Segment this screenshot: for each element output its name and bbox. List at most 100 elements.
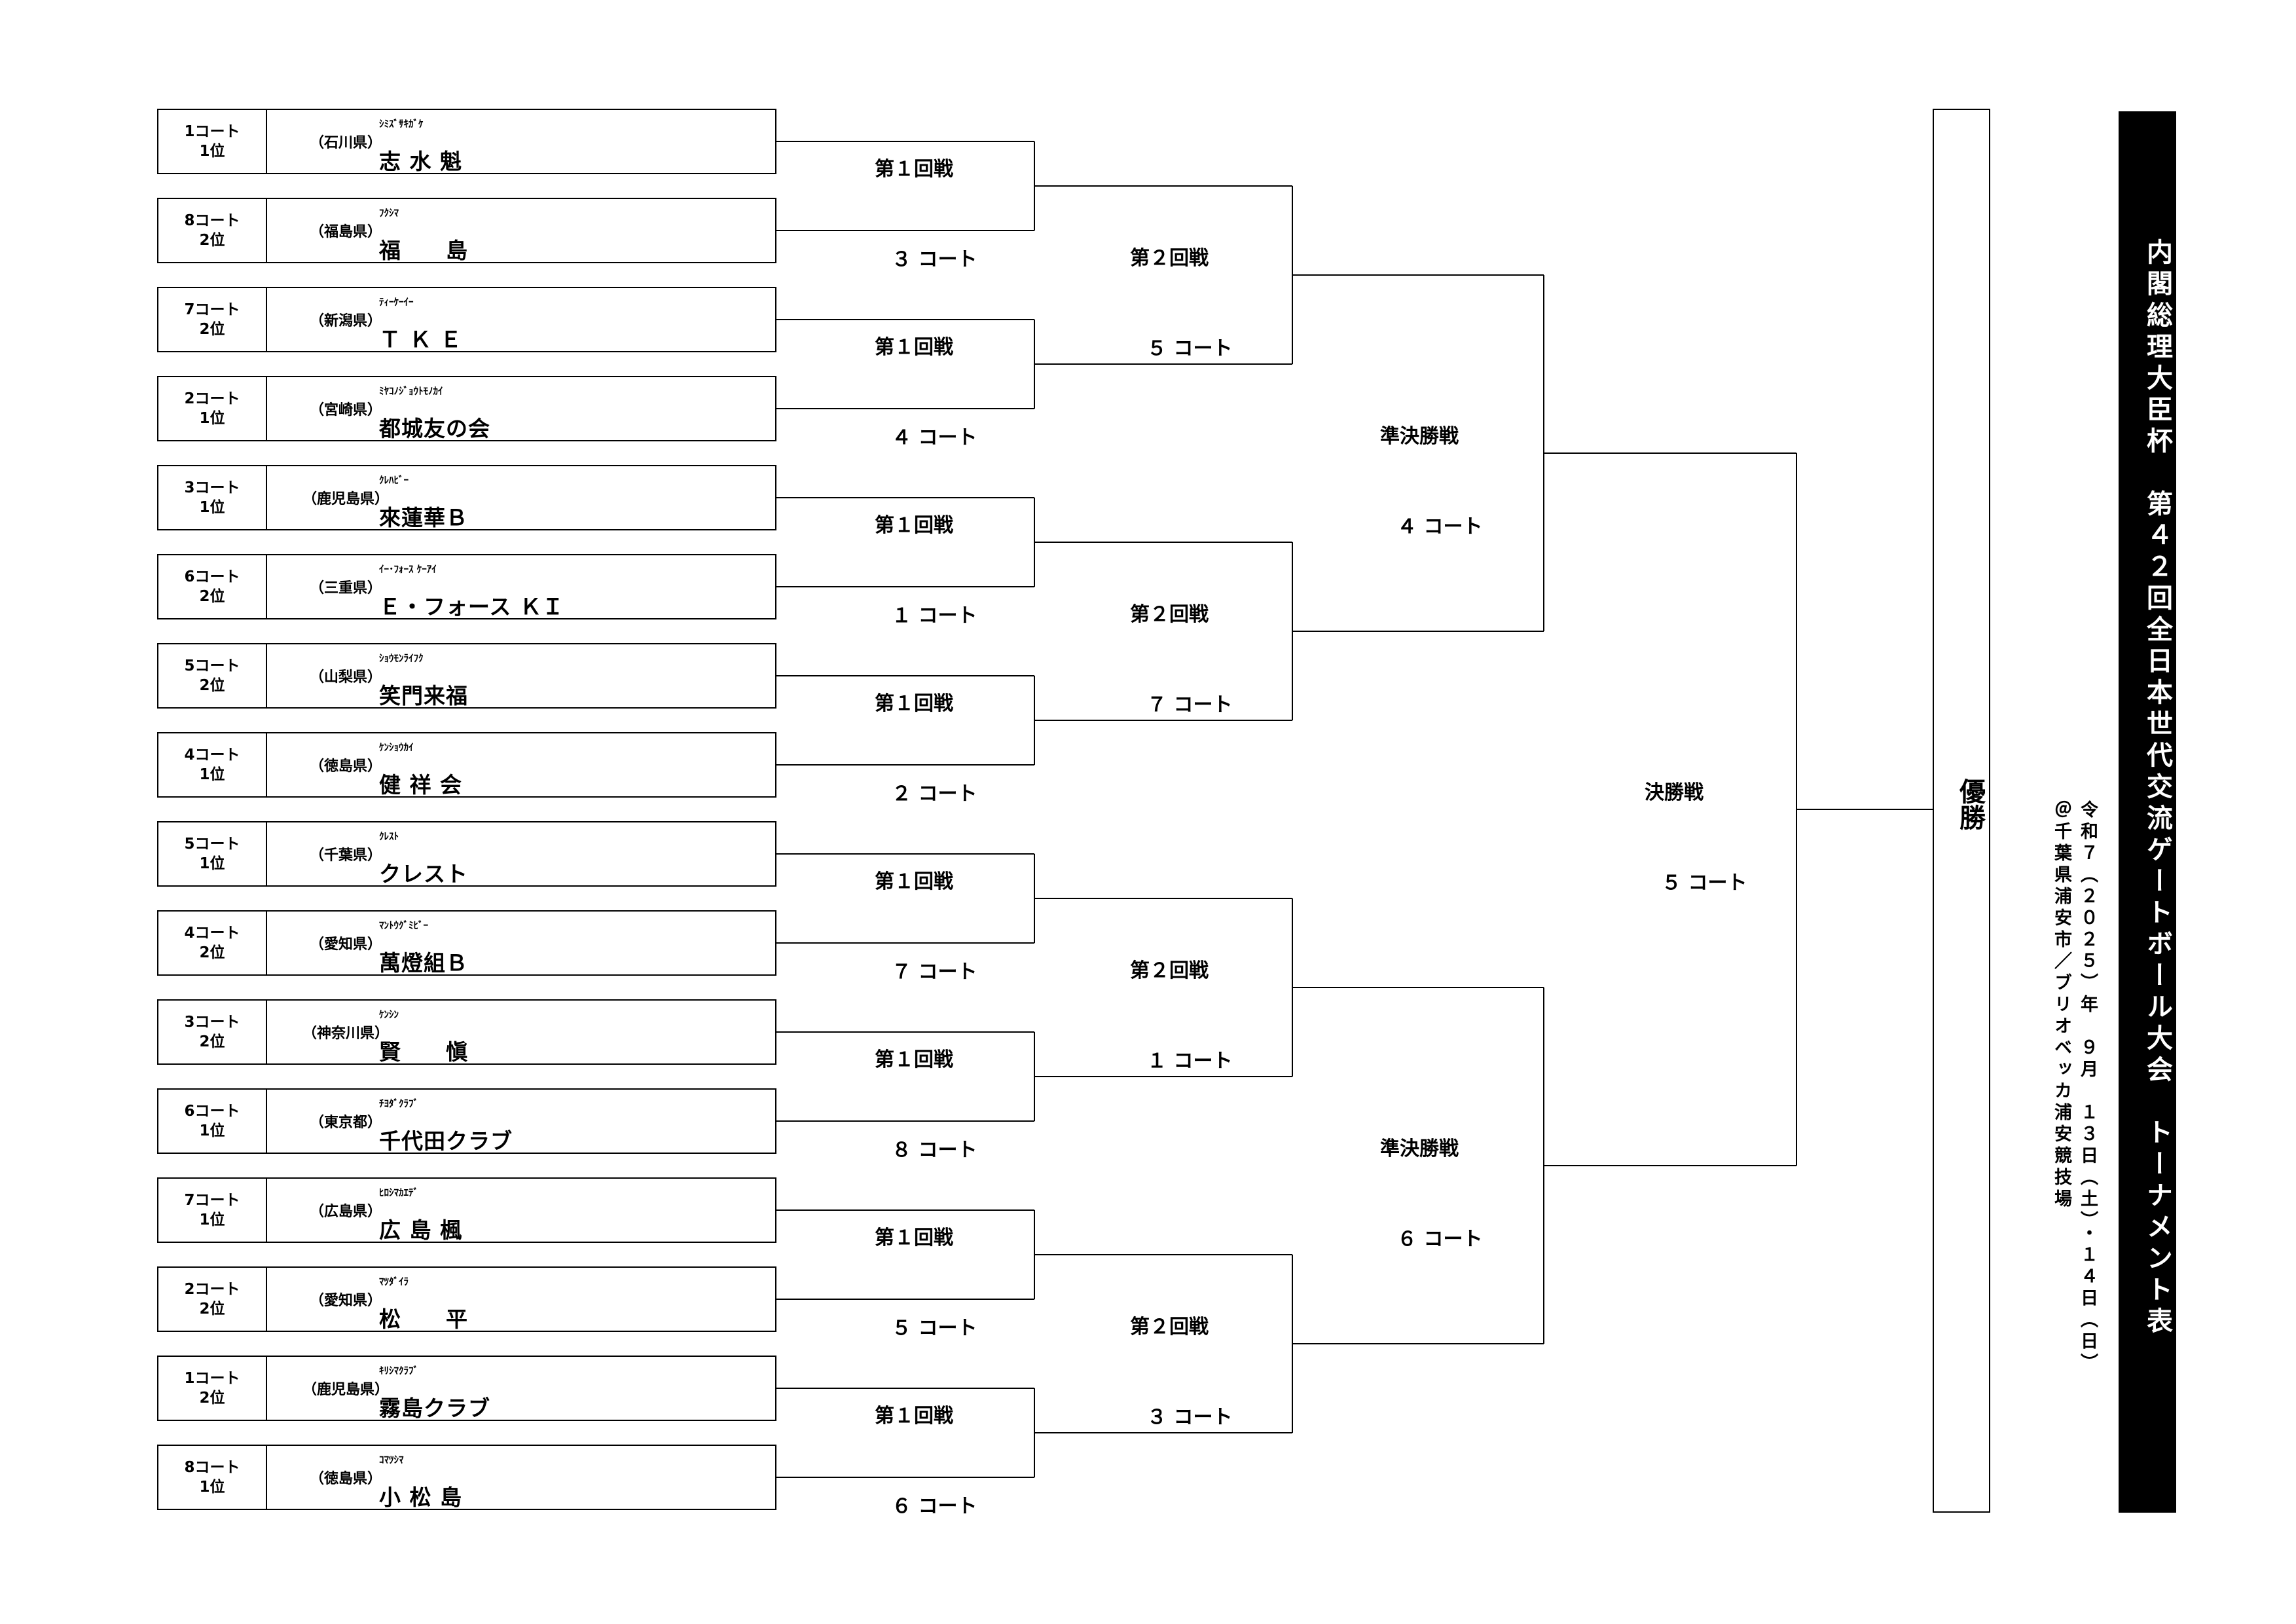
seed-rank: 2位	[199, 588, 225, 605]
team-prefecture: （鹿児島県）	[302, 491, 389, 507]
team-seed: 5コート 2位	[158, 644, 267, 707]
seed-court: 4コート	[184, 747, 240, 764]
round1-match-label: 第１回戦 ２ コート	[875, 689, 977, 809]
round1-match-label: 第１回戦 １ コート	[875, 511, 977, 631]
round1-match-label: 第１回戦 ５ コート	[875, 1223, 977, 1344]
team-kana: ｸﾚﾊﾋﾞｰ	[379, 474, 409, 486]
team-row: 1コート 1位 （石川県） ｼﾐｽﾞｻｷｶﾞｹ 志 水 魁	[157, 109, 776, 174]
round-court: ４ コート	[892, 426, 977, 449]
seed-court: 2コート	[184, 390, 240, 407]
seed-rank: 2位	[199, 1033, 225, 1050]
round-name: 準決勝戦	[1380, 425, 1459, 448]
round1-match-label: 第１回戦 ６ コート	[875, 1401, 977, 1522]
team-row: 6コート 2位 （三重県） ｲｰ･ﾌｫｰｽ ｹｰｱｲ Ｅ・フォース ＫＩ	[157, 554, 776, 619]
team-name: 志 水 魁	[379, 149, 462, 174]
seed-rank: 2位	[199, 1301, 225, 1318]
seed-rank: 1位	[199, 410, 225, 427]
round1-match-label: 第１回戦 ７ コート	[875, 867, 977, 987]
seed-rank: 1位	[199, 499, 225, 516]
team-name: 都城友の会	[379, 416, 490, 441]
team-kana: ｹﾝｼﾝ	[379, 1008, 399, 1020]
round-name: 第１回戦	[875, 870, 953, 893]
round-court: ２ コート	[892, 783, 977, 805]
round-court: ６ コート	[892, 1495, 977, 1518]
team-name: 小 松 島	[379, 1485, 462, 1510]
title-bar: 内閣総理大臣杯 第４２回全日本世代交流ゲートボール大会 トーナメント表	[2119, 111, 2176, 1513]
team-prefecture: （徳島県）	[309, 758, 382, 775]
event-venue: ＠千葉県浦安市／ブリオベッカ浦安競技場	[2051, 800, 2071, 1211]
team-prefecture: （三重県）	[309, 580, 382, 597]
seed-court: 6コート	[184, 568, 240, 585]
seed-rank: 2位	[199, 1390, 225, 1407]
team-prefecture: （山梨県）	[309, 669, 382, 686]
team-seed: 1コート 2位	[158, 1357, 267, 1420]
team-prefecture: （愛知県）	[309, 936, 382, 953]
team-seed: 1コート 1位	[158, 110, 267, 173]
round-court: ７ コート	[892, 961, 977, 984]
round1-match-label: 第１回戦 ８ コート	[875, 1045, 977, 1166]
team-seed: 5コート 1位	[158, 822, 267, 885]
team-seed: 6コート 2位	[158, 555, 267, 618]
team-name: 笑門来福	[379, 683, 468, 709]
team-name: 千代田クラブ	[379, 1128, 513, 1154]
team-prefecture: （愛知県）	[309, 1293, 382, 1309]
team-name: クレスト	[379, 861, 468, 887]
semifinal-match-label: 準決勝戦 ４ コート	[1380, 422, 1482, 542]
team-row: 7コート 2位 （新潟県） ﾃｨｰｹｰｲｰ Ｔ Ｋ Ｅ	[157, 287, 776, 352]
team-seed: 2コート 2位	[158, 1268, 267, 1331]
round-name: 準決勝戦	[1380, 1137, 1459, 1160]
round2-match-label: 第２回戦 １ コート	[1130, 956, 1232, 1077]
team-kana: ﾐﾔｺﾉｼﾞｮｳﾄﾓﾉｶｲ	[379, 385, 443, 397]
seed-rank: 1位	[199, 855, 225, 872]
team-name: 萬燈組Ｂ	[379, 950, 468, 976]
team-kana: ｹﾝｼｮｳｶｲ	[379, 741, 414, 753]
team-name: 來蓮華Ｂ	[379, 505, 468, 530]
round-court: １ コート	[1147, 1050, 1233, 1073]
seed-court: 8コート	[184, 212, 240, 229]
seed-rank: 1位	[199, 766, 225, 783]
team-prefecture: （新潟県）	[309, 313, 382, 329]
team-kana: ｲｰ･ﾌｫｰｽ ｹｰｱｲ	[379, 563, 437, 575]
round-court: ５ コート	[1662, 872, 1747, 895]
team-seed: 2コート 1位	[158, 377, 267, 440]
seed-rank: 2位	[199, 232, 225, 249]
round-court: ３ コート	[892, 248, 977, 271]
round2-match-label: 第２回戦 ７ コート	[1130, 600, 1232, 720]
round-name: 第１回戦	[875, 158, 953, 181]
team-row: 5コート 1位 （千葉県） ｸﾚｽﾄ クレスト	[157, 821, 776, 887]
team-kana: ﾏﾝﾄｳｸﾞﾐﾋﾞｰ	[379, 919, 429, 931]
team-kana: ｸﾚｽﾄ	[379, 830, 399, 842]
team-kana: ｼｮｳﾓﾝﾗｲﾌｸ	[379, 652, 424, 664]
team-name: 賢 愼	[379, 1039, 468, 1065]
round-name: 第２回戦	[1130, 247, 1209, 270]
seed-court: 3コート	[184, 479, 240, 496]
team-prefecture: （神奈川県）	[302, 1025, 389, 1042]
round-court: １ コート	[892, 604, 977, 627]
seed-rank: 1位	[199, 1211, 225, 1228]
semifinal-match-label: 準決勝戦 ６ コート	[1380, 1134, 1482, 1255]
round-name: 第２回戦	[1130, 959, 1209, 982]
team-kana: ｼﾐｽﾞｻｷｶﾞｹ	[379, 118, 424, 130]
team-row: 8コート 1位 （徳島県） ｺﾏﾂｼﾏ 小 松 島	[157, 1445, 776, 1510]
team-row: 7コート 1位 （広島県） ﾋﾛｼﾏｶｴﾃﾞ 広 島 楓	[157, 1177, 776, 1243]
page-title: 内閣総理大臣杯 第４２回全日本世代交流ゲートボール大会 トーナメント表	[2142, 238, 2172, 1338]
team-row: 3コート 2位 （神奈川県） ｹﾝｼﾝ 賢 愼	[157, 999, 776, 1065]
round-name: 第２回戦	[1130, 603, 1209, 626]
team-prefecture: （宮崎県）	[309, 402, 382, 418]
seed-rank: 2位	[199, 321, 225, 338]
team-seed: 7コート 2位	[158, 288, 267, 351]
seed-court: 4コート	[184, 925, 240, 942]
round-court: ４ コート	[1397, 515, 1483, 538]
round2-match-label: 第２回戦 ３ コート	[1130, 1312, 1232, 1433]
seed-court: 7コート	[184, 1192, 240, 1209]
team-prefecture: （鹿児島県）	[302, 1382, 389, 1398]
team-seed: 7コート 1位	[158, 1179, 267, 1242]
team-name: Ｅ・フォース ＫＩ	[379, 594, 564, 619]
round-court: ５ コート	[892, 1317, 977, 1340]
final-match-label: 決勝戦 ５ コート	[1645, 778, 1747, 898]
seed-rank: 1位	[199, 1479, 225, 1496]
team-kana: ﾃｨｰｹｰｲｰ	[379, 296, 414, 308]
team-seed: 4コート 2位	[158, 912, 267, 974]
team-kana: ﾌｸｼﾏ	[379, 207, 399, 219]
